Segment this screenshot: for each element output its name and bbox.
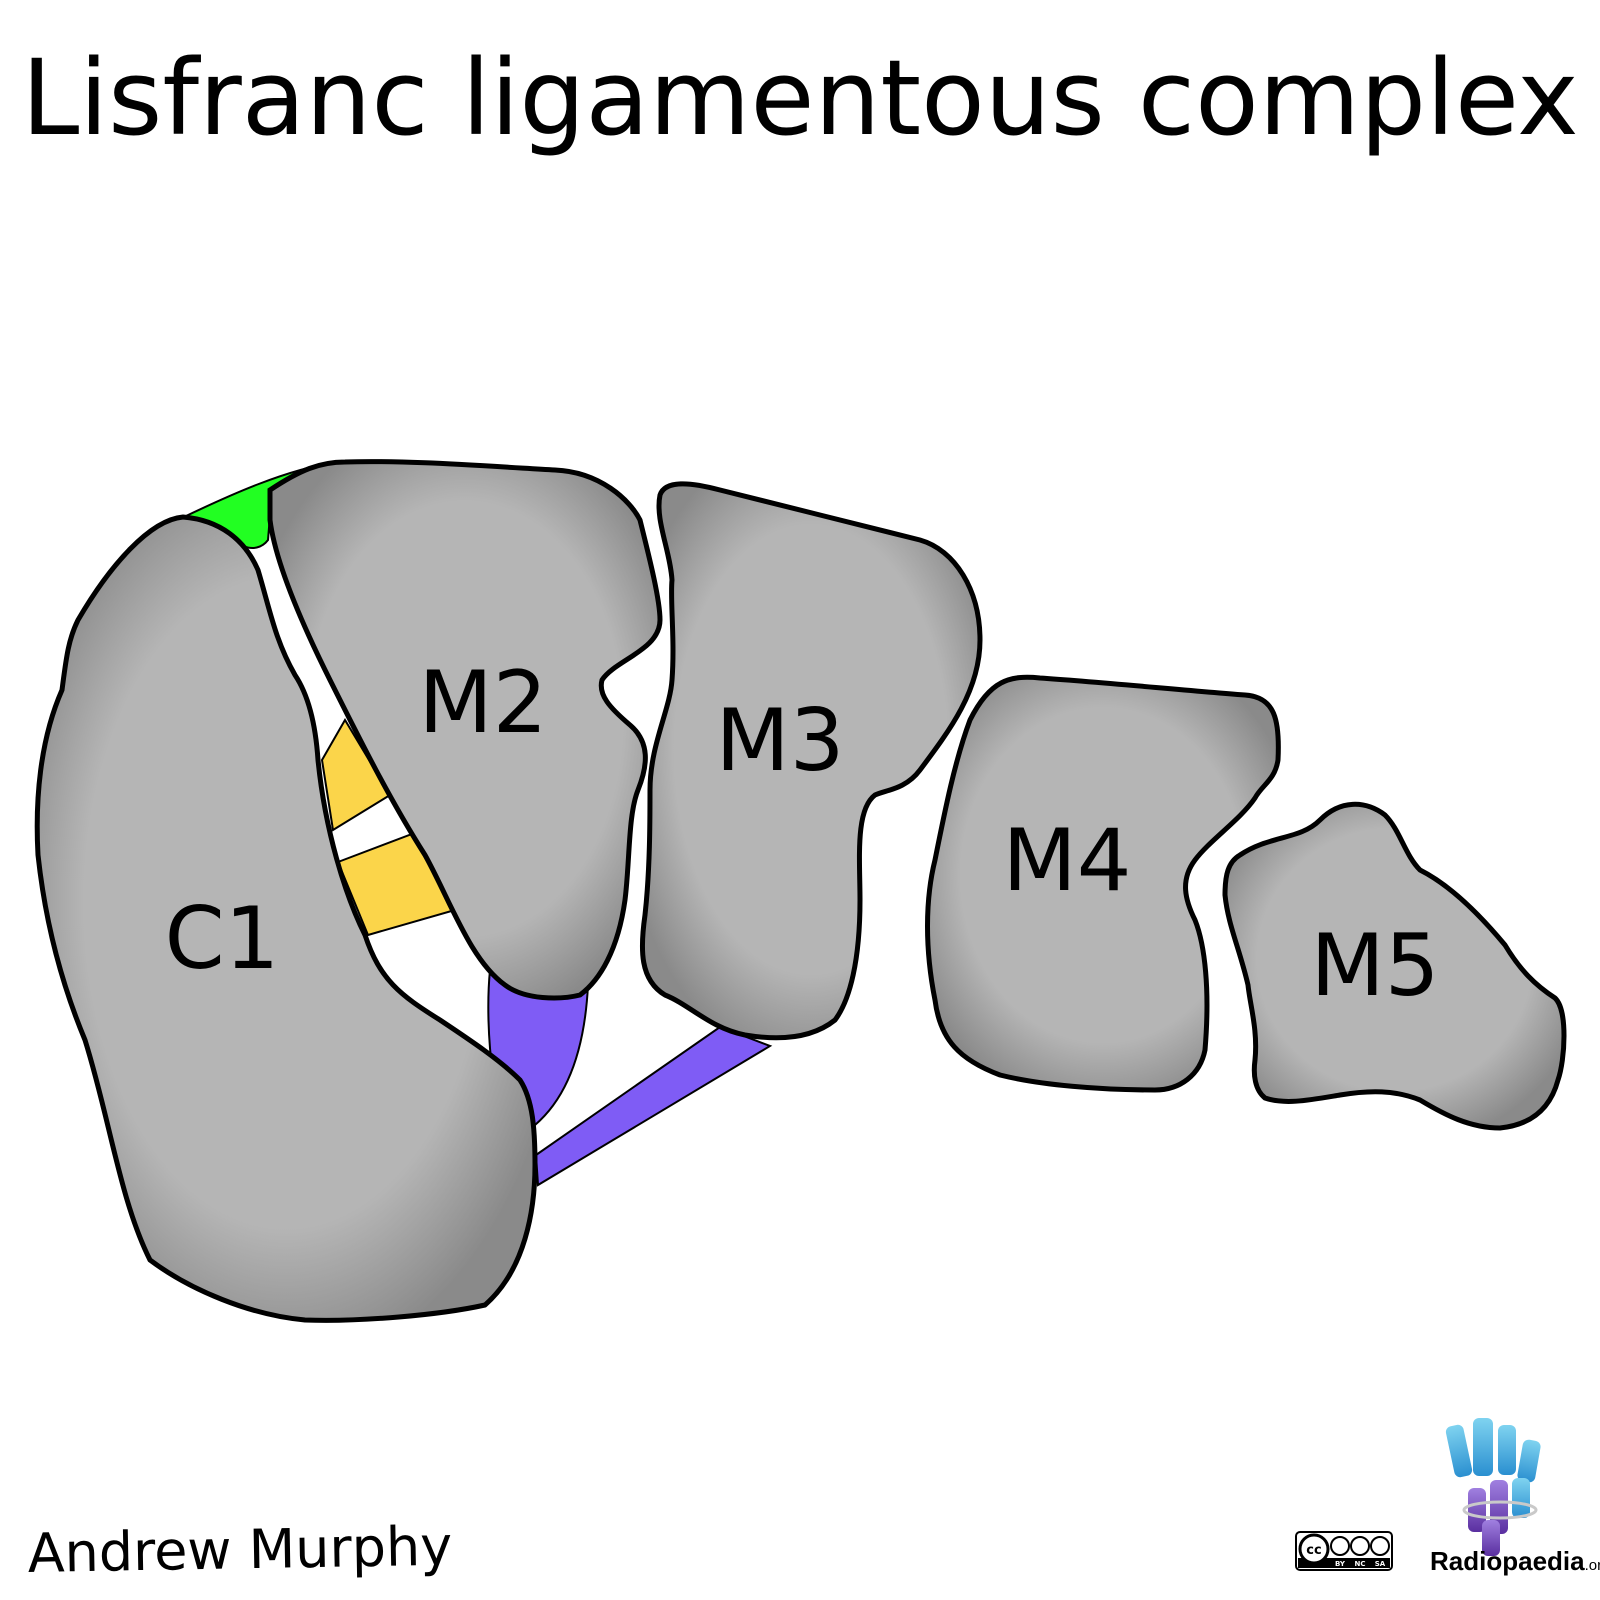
cc-term-by: BY [1335,1560,1346,1568]
label-m3: M3 [716,691,845,791]
label-c1: C1 [165,889,280,989]
brand-name-suffix: .org [1585,1557,1600,1574]
cc-logo-text: cc [1306,1543,1321,1558]
brand-name: Radiopaedia.org [1430,1546,1600,1576]
author-signature: Andrew Murphy [27,1515,453,1585]
radiopaedia-logo-icon [1445,1418,1542,1556]
cc-term-sa: SA [1375,1560,1386,1568]
cc-license-badge: cc BY NC SA [1296,1532,1392,1570]
label-m4: M4 [1003,811,1132,911]
cc-term-nc: NC [1355,1560,1366,1568]
label-m2: M2 [419,653,548,753]
label-m5: M5 [1311,916,1440,1016]
by-icon [1331,1537,1349,1555]
nc-icon [1351,1537,1369,1555]
brand-name-main: Radiopaedia [1430,1546,1585,1576]
sa-icon [1371,1537,1389,1555]
